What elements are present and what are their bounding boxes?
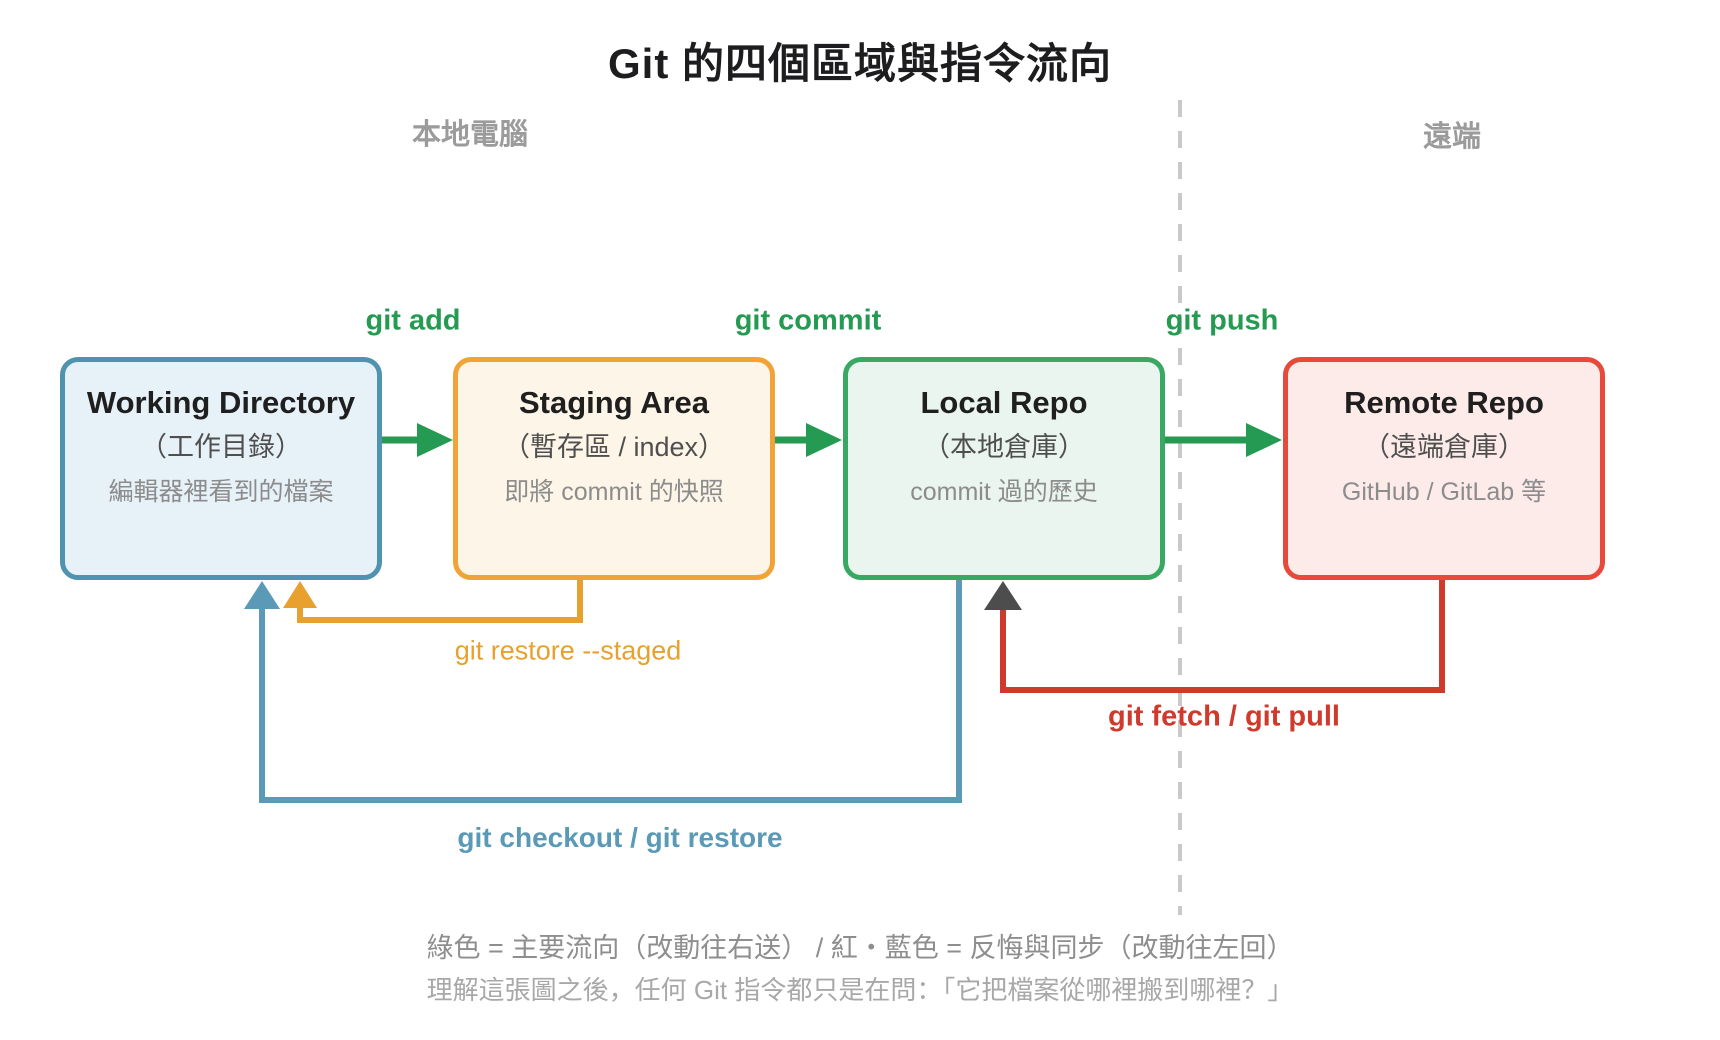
region-label-local: 本地電腦	[411, 119, 529, 151]
explanation-caption: 理解這張圖之後，任何 Git 指令都只是在問：「它把檔案從哪裡搬到哪裡？」	[426, 975, 1294, 1005]
git-add-label: git add	[365, 304, 461, 337]
git-push-label: git push	[1165, 304, 1279, 337]
git-push-arrow-icon	[1161, 423, 1282, 457]
node-subtitle: （工作目錄）	[140, 432, 302, 462]
node-description: commit 過的歷史	[910, 478, 1098, 506]
node-working-directory: Working Directory （工作目錄） 編輯器裡看到的檔案	[60, 357, 382, 580]
git-fetch-pull-label: git fetch / git pull	[1108, 700, 1340, 733]
git-add-arrow-icon	[382, 423, 453, 457]
git-fetch-pull-arrow-icon	[984, 579, 1445, 693]
node-description: GitHub / GitLab 等	[1341, 478, 1547, 506]
node-title: Working Directory	[86, 385, 356, 420]
node-subtitle: （本地倉庫）	[923, 432, 1085, 462]
node-title: Local Repo	[920, 385, 1088, 420]
git-checkout-arrow-icon	[244, 579, 962, 803]
node-staging-area: Staging Area （暫存區 / index） 即將 commit 的快照	[453, 357, 775, 580]
node-title: Staging Area	[518, 385, 710, 420]
node-remote-repo: Remote Repo （遠端倉庫） GitHub / GitLab 等	[1283, 357, 1605, 580]
legend-caption: 綠色 = 主要流向（改動往右送） / 紅・藍色 = 反悔與同步（改動往左回）	[426, 933, 1294, 963]
region-label-remote: 遠端	[1422, 121, 1482, 153]
git-restore-staged-arrow-icon	[283, 579, 583, 623]
git-commit-arrow-icon	[771, 423, 842, 457]
node-description: 編輯器裡看到的檔案	[108, 478, 334, 506]
diagram-title: Git 的四個區域與指令流向	[608, 40, 1112, 87]
node-local-repo: Local Repo （本地倉庫） commit 過的歷史	[843, 357, 1165, 580]
git-commit-label: git commit	[734, 304, 882, 337]
git-checkout-label: git checkout / git restore	[457, 822, 783, 853]
git-restore-staged-label: git restore --staged	[454, 635, 682, 666]
node-subtitle: （遠端倉庫）	[1363, 432, 1525, 462]
node-title: Remote Repo	[1344, 385, 1544, 420]
node-description: 即將 commit 的快照	[504, 478, 724, 506]
node-subtitle: （暫存區 / index）	[502, 432, 726, 462]
